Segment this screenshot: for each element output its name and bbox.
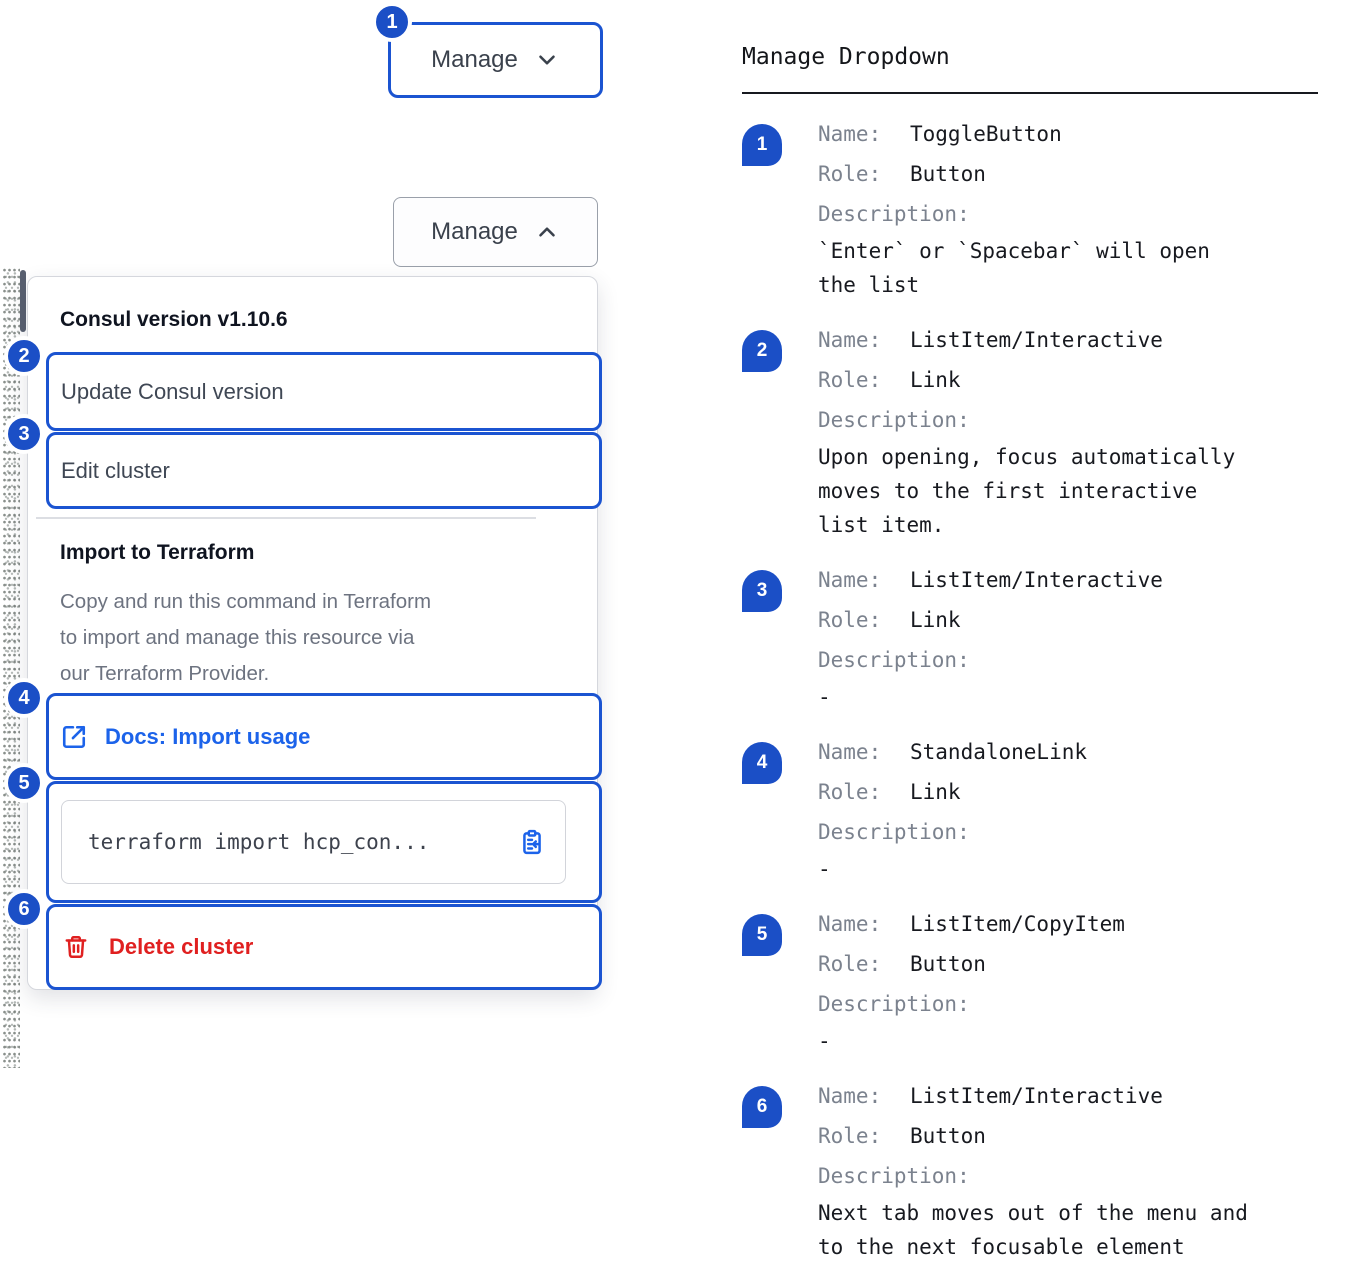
manage-button-label: Manage <box>431 46 518 73</box>
role-label: Role: <box>818 162 882 186</box>
description-label: Description: <box>818 1164 970 1188</box>
terraform-command-field[interactable]: terraform import hcp_con... <box>61 800 566 884</box>
scrollbar-thumb[interactable] <box>20 270 26 332</box>
annotation-badge-3: 3 <box>4 414 44 454</box>
component-name: ListItem/Interactive <box>910 1084 1163 1108</box>
consul-version-header: Consul version v1.10.6 <box>60 308 288 331</box>
copy-command-item[interactable]: terraform import hcp_con... <box>46 781 602 903</box>
menu-item-update-consul-version[interactable]: Update Consul version <box>46 352 602 431</box>
component-name: StandaloneLink <box>910 740 1088 764</box>
component-role: Link <box>910 780 961 804</box>
component-role: Button <box>910 1124 986 1148</box>
chevron-down-icon <box>539 55 555 65</box>
menu-item-edit-cluster[interactable]: Edit cluster <box>46 432 602 509</box>
component-name: ListItem/Interactive <box>910 328 1163 352</box>
description-label: Description: <box>818 648 970 672</box>
spec-item: 2 Name: ListItem/Interactive Role: Link De… <box>742 320 1322 542</box>
component-role: Button <box>910 952 986 976</box>
spec-item-list: 1 Name: ToggleButton Role: Button Descript… <box>742 114 1322 1264</box>
menu-separator <box>36 517 536 519</box>
component-role: Link <box>910 368 961 392</box>
annotation-badge-2: 2 <box>4 336 44 376</box>
annotation-badge-1: 1 <box>372 2 412 42</box>
torn-edge-texture <box>3 268 20 1068</box>
role-label: Role: <box>818 952 882 976</box>
component-name: ListItem/CopyItem <box>910 912 1125 936</box>
name-label: Name: <box>818 568 882 592</box>
annotation-badge: 5 <box>742 914 782 956</box>
spec-item: 6 Name:ListItem/Interactive Role:Button … <box>742 1076 1322 1264</box>
manage-button-label: Manage <box>431 218 518 245</box>
component-name: ToggleButton <box>910 122 1062 146</box>
spec-panel-title: Manage Dropdown <box>742 44 950 70</box>
terraform-command-text: terraform import hcp_con... <box>88 830 430 854</box>
annotation-badge: 4 <box>742 742 782 784</box>
role-label: Role: <box>818 780 882 804</box>
role-label: Role: <box>818 608 882 632</box>
description-label: Description: <box>818 408 970 432</box>
menu-item-label: Edit cluster <box>61 457 170 483</box>
name-label: Name: <box>818 912 882 936</box>
role-label: Role: <box>818 368 882 392</box>
name-label: Name: <box>818 122 882 146</box>
annotation-badge: 1 <box>742 124 782 166</box>
description-label: Description: <box>818 202 970 226</box>
annotation-badge-6: 6 <box>4 889 44 929</box>
manage-toggle-button-expanded[interactable]: Manage <box>393 197 598 267</box>
clipboard-copy-icon[interactable] <box>519 829 545 855</box>
component-role: Button <box>910 162 986 186</box>
annotation-badge: 2 <box>742 330 782 372</box>
name-label: Name: <box>818 740 882 764</box>
delete-cluster-label: Delete cluster <box>109 934 254 959</box>
annotation-badge: 3 <box>742 570 782 612</box>
component-description: - <box>818 1029 831 1053</box>
spec-item: 5 Name: ListItem/CopyItem Role: Button Des… <box>742 904 1322 1058</box>
docs-link-label: Docs: Import usage <box>105 723 311 749</box>
menu-item-label: Update Consul version <box>61 378 284 404</box>
external-link-icon <box>62 725 86 748</box>
annotation-badge-4: 4 <box>4 678 44 718</box>
description-label: Description: <box>818 992 970 1016</box>
annotation-badge: 6 <box>742 1086 782 1128</box>
role-label: Role: <box>818 1124 882 1148</box>
spec-panel: Manage Dropdown 1 Name: ToggleButton Role… <box>742 44 1322 1282</box>
description-label: Description: <box>818 820 970 844</box>
docs-import-usage-link[interactable]: Docs: Import usage <box>46 693 602 780</box>
spec-item: 3 Name: ListItem/Interactive Role: Link De… <box>742 560 1322 714</box>
chevron-up-icon <box>539 227 555 237</box>
annotation-badge-5: 5 <box>4 763 44 803</box>
spec-item: 4 Name: StandaloneLink Role: Link Descript… <box>742 732 1322 886</box>
spec-item: 1 Name: ToggleButton Role: Button Descript… <box>742 114 1322 302</box>
manage-toggle-button[interactable]: Manage <box>388 22 603 98</box>
trash-icon <box>65 936 87 958</box>
spec-panel-rule <box>742 92 1318 94</box>
import-section-title: Import to Terraform <box>60 541 255 564</box>
name-label: Name: <box>818 1084 882 1108</box>
menu-item-delete-cluster[interactable]: Delete cluster <box>46 904 602 990</box>
name-label: Name: <box>818 328 882 352</box>
component-description: - <box>818 857 831 881</box>
component-description: - <box>818 685 831 709</box>
component-role: Link <box>910 608 961 632</box>
component-name: ListItem/Interactive <box>910 568 1163 592</box>
